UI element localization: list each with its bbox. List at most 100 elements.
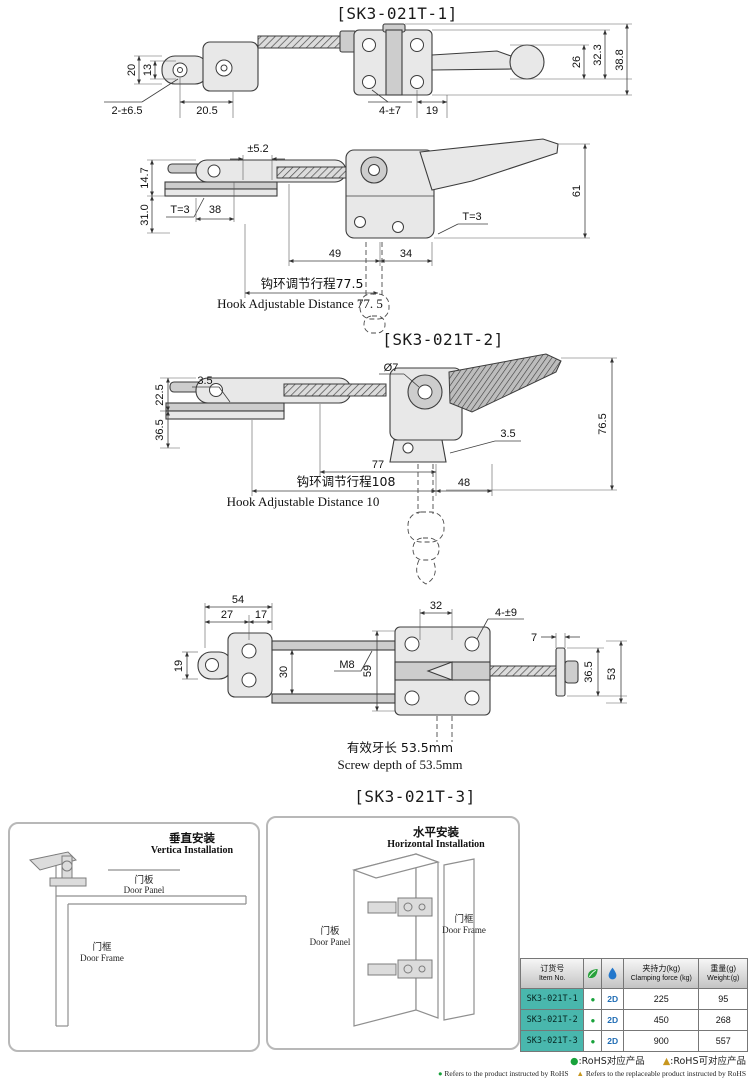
- dim-30: 30: [278, 666, 290, 678]
- handle: [448, 353, 562, 413]
- handle: [419, 138, 559, 191]
- rohs-legend-cn-text-2: :RoHS可对应产品: [670, 1056, 746, 1067]
- threaded-screw: [489, 665, 557, 677]
- dim-13: 13: [142, 64, 154, 76]
- weight-cell: 268: [715, 1015, 731, 1025]
- dim-77: 77: [372, 459, 384, 471]
- hook-travel-label-cn: 钩环调节行程108: [297, 474, 396, 489]
- handle: [431, 50, 512, 71]
- dim-38.8: 38.8: [614, 49, 626, 70]
- drawing-1-dimensions: 20 13 2-±6.5 20.5 4-±7 19 26 32.3: [104, 23, 632, 118]
- dim-7: 7: [531, 632, 537, 644]
- mount-bracket: [227, 632, 273, 698]
- door-panel-label-cn: 门板: [134, 874, 154, 886]
- spec-table: 订货号 Item No. 夹持力(kg) Clamping force (kg)…: [520, 958, 748, 1052]
- dim-3.5-right: 3.5: [500, 428, 515, 440]
- figure-title-sk3-021t-3: [SK3-021T-3]: [354, 787, 476, 806]
- rohs-dot: ●: [584, 1031, 603, 1051]
- cad-2d-badge: 2D: [602, 1031, 625, 1051]
- vertical-installation-title-cn: 垂直安装: [169, 831, 215, 845]
- screw-depth-label-cn: 有效牙长 53.5mm: [347, 740, 453, 755]
- dim-36.5: 36.5: [583, 661, 595, 682]
- dim-38: 38: [209, 204, 221, 216]
- cad-2d-badge: 2D: [602, 989, 625, 1009]
- handle-knob: [509, 44, 545, 80]
- rohs-legend-en-text-1: Refers to the product instructed by RoHS: [442, 1069, 569, 1078]
- dim-t3-right: T=3: [462, 211, 481, 223]
- hook-travel-label-en: Hook Adjustable Distance 77. 5: [217, 296, 383, 311]
- drawing-1-side-view: [161, 23, 545, 96]
- door-frame-label-cn: 门框: [454, 913, 474, 925]
- weight-cell: 95: [718, 994, 729, 1004]
- dim-5.2: ±5.2: [247, 143, 268, 155]
- dim-dia7: Ø7: [384, 362, 399, 374]
- dim-48: 48: [458, 477, 470, 489]
- drawing-3-dimensions: Ø7 3.5 22.5 36.5 76.5 3.5 77 钩环调节: [154, 357, 617, 585]
- weight-cell: 557: [715, 1036, 731, 1046]
- vertical-installation-title: 垂直安装 Vertica Installation: [122, 832, 262, 857]
- rohs-dot: ●: [584, 989, 603, 1009]
- horizontal-installation-title-en: Horizontal Installation: [387, 839, 485, 850]
- dim-19: 19: [426, 105, 438, 117]
- gold-triangle-icon: ▲: [662, 1056, 671, 1067]
- header-item-cn: 订货号: [540, 964, 565, 973]
- table-row: SK3-021T-1 ● 2D 225 95: [521, 989, 747, 1010]
- dim-t3-left: T=3: [170, 204, 189, 216]
- rohs-legend-cn-text-1: :RoHS对应产品: [578, 1056, 645, 1067]
- dim-61: 61: [571, 185, 583, 197]
- door-panel-label-en: Door Panel: [124, 885, 165, 895]
- clamping-force-cell: 225: [624, 989, 700, 1009]
- rohs-legend-en: ● Refers to the product instructed by Ro…: [438, 1069, 746, 1078]
- horizontal-installation-panel: 水平安装 Horizontal Installation 门板 Door Pan…: [266, 816, 520, 1050]
- gold-triangle-icon: ▲: [576, 1069, 584, 1078]
- dim-17: 17: [255, 609, 267, 621]
- door-frame-label-en: Door Frame: [442, 925, 486, 935]
- dim-53: 53: [606, 668, 618, 680]
- header-force-cn: 夹持力(kg): [642, 964, 681, 973]
- water-drop-icon: [608, 967, 617, 980]
- cad-2d-badge: 2D: [602, 1010, 625, 1030]
- latch-unit: [367, 963, 397, 976]
- drawing-4-dimensions: 54 27 17 32 4-±9 19 30 M8 59 7: [173, 594, 627, 772]
- dim-20.5: 20.5: [196, 105, 217, 117]
- header-weight-en: Weight:(g): [707, 975, 740, 982]
- header-weight-cn: 重量(g): [710, 964, 737, 973]
- dim-m8: M8: [339, 659, 354, 671]
- item-no-cell: SK3-021T-2: [521, 1010, 585, 1030]
- dim-22.5: 22.5: [154, 384, 166, 405]
- latch-unit: [367, 901, 397, 914]
- horizontal-installation-title: 水平安装 Horizontal Installation: [356, 826, 516, 851]
- dim-54: 54: [232, 594, 244, 606]
- door-slab-front: [353, 853, 417, 1027]
- rohs-legend-en-text-2: Refers to the replaceable product instru…: [583, 1069, 746, 1078]
- green-dot-icon: ●: [437, 1069, 443, 1078]
- leaf-icon: [588, 968, 599, 979]
- dim-32.3: 32.3: [592, 44, 604, 65]
- green-dot-icon: ●: [570, 1056, 579, 1067]
- door-panel-label-cn: 门板: [320, 925, 340, 937]
- hook-extended-phantom: [407, 511, 445, 543]
- drawing-3-top-view: [165, 353, 562, 463]
- table-row: SK3-021T-3 ● 2D 900 557: [521, 1031, 747, 1052]
- dim-49: 49: [329, 248, 341, 260]
- dim-26: 26: [571, 56, 583, 68]
- dim-4-9: 4-±9: [495, 607, 517, 619]
- clamping-force-cell: 450: [624, 1010, 700, 1030]
- hook-extended-phantom: [359, 293, 390, 320]
- header-item-en: Item No.: [538, 975, 566, 982]
- door-frame-label-en: Door Frame: [80, 953, 124, 963]
- vertical-installation-panel: 垂直安装 Vertica Installation 门板 Door Panel …: [8, 822, 260, 1052]
- figure-title-sk3-021t-2: [SK3-021T-2]: [382, 330, 504, 349]
- spec-table-header: 订货号 Item No. 夹持力(kg) Clamping force (kg)…: [521, 959, 747, 989]
- dim-2-6.5: 2-±6.5: [111, 105, 142, 117]
- vertical-installation-drawing: 门板 Door Panel 门框 Door Frame: [28, 851, 247, 1027]
- dim-76.5: 76.5: [597, 413, 609, 434]
- figure-title-sk3-021t-1: [SK3-021T-1]: [336, 4, 458, 23]
- table-row: SK3-021T-2 ● 2D 450 268: [521, 1010, 747, 1031]
- dim-14.7: 14.7: [139, 167, 151, 188]
- door-frame-label-cn: 门框: [92, 941, 112, 953]
- horizontal-installation-title-cn: 水平安装: [413, 825, 459, 839]
- door-panel-label-en: Door Panel: [310, 937, 351, 947]
- dim-32: 32: [430, 600, 442, 612]
